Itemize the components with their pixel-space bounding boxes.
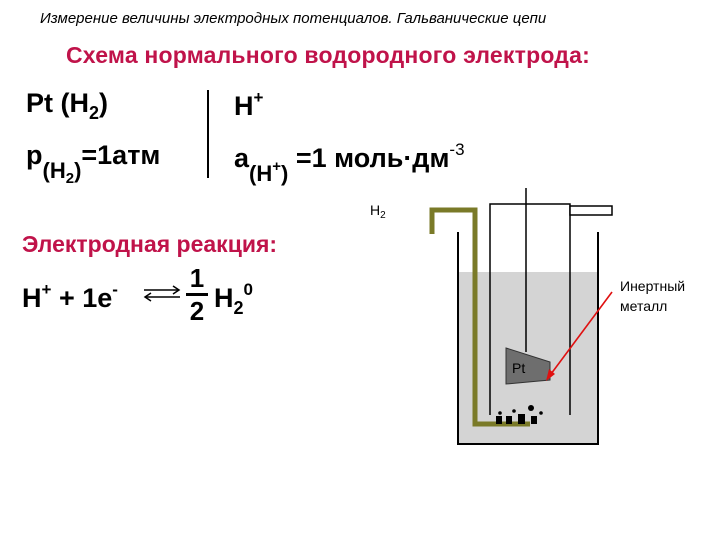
scheme-left-top: Pt (H2) [26,88,108,124]
side-outlet [569,205,613,216]
vessel [457,232,599,445]
bubble [539,411,543,415]
activity-sub: (H+) [249,158,289,186]
bubble [496,416,502,424]
bubble [518,414,525,424]
scheme-right-top: H+ [234,88,263,122]
inert-metal-label: Инертный металл [620,278,686,314]
scheme-left-bottom: p(H2)=1атм [26,140,160,187]
platinum-plate [505,347,551,385]
pt-label: Pt [512,360,526,376]
glass-tube [489,203,571,415]
slide-header: Измерение величины электродных потенциал… [40,10,547,27]
h2-label: H2 [370,202,386,221]
h-ion-text: H [234,91,254,121]
equilibrium-arrows-icon [143,285,181,302]
activity-a: a [234,143,250,173]
reaction-lhs: H+ + 1e- [22,280,118,313]
scheme-divider [207,90,209,178]
h-ion-sup: + [253,88,264,107]
bubble [531,416,537,424]
pt-h2-sub: 2 [89,103,100,123]
pointer-arrowhead [546,369,555,381]
pt-h2-text: Pt (H [26,88,89,118]
bubble [512,409,516,413]
bubble [506,416,512,424]
pressure-value: =1атм [81,140,161,170]
bubble [498,411,502,415]
activity-exp: -3 [449,140,465,159]
pt-h2-close: ) [99,88,109,118]
reaction-title: Электродная реакция: [22,231,278,257]
slide-title: Схема нормального водородного электрода: [66,42,590,68]
pressure-p: p [26,140,43,170]
activity-value: =1 моль·дм [288,143,450,173]
fraction-one-half: 1 2 [186,265,208,324]
reaction-rhs: H20 [214,280,253,318]
scheme-right-bottom: a(H+) =1 моль·дм-3 [234,140,465,187]
h2-supply-tube [429,207,530,427]
pressure-sub: (H2) [42,158,82,187]
bubble [528,405,534,411]
pointer-arrow [547,291,613,379]
